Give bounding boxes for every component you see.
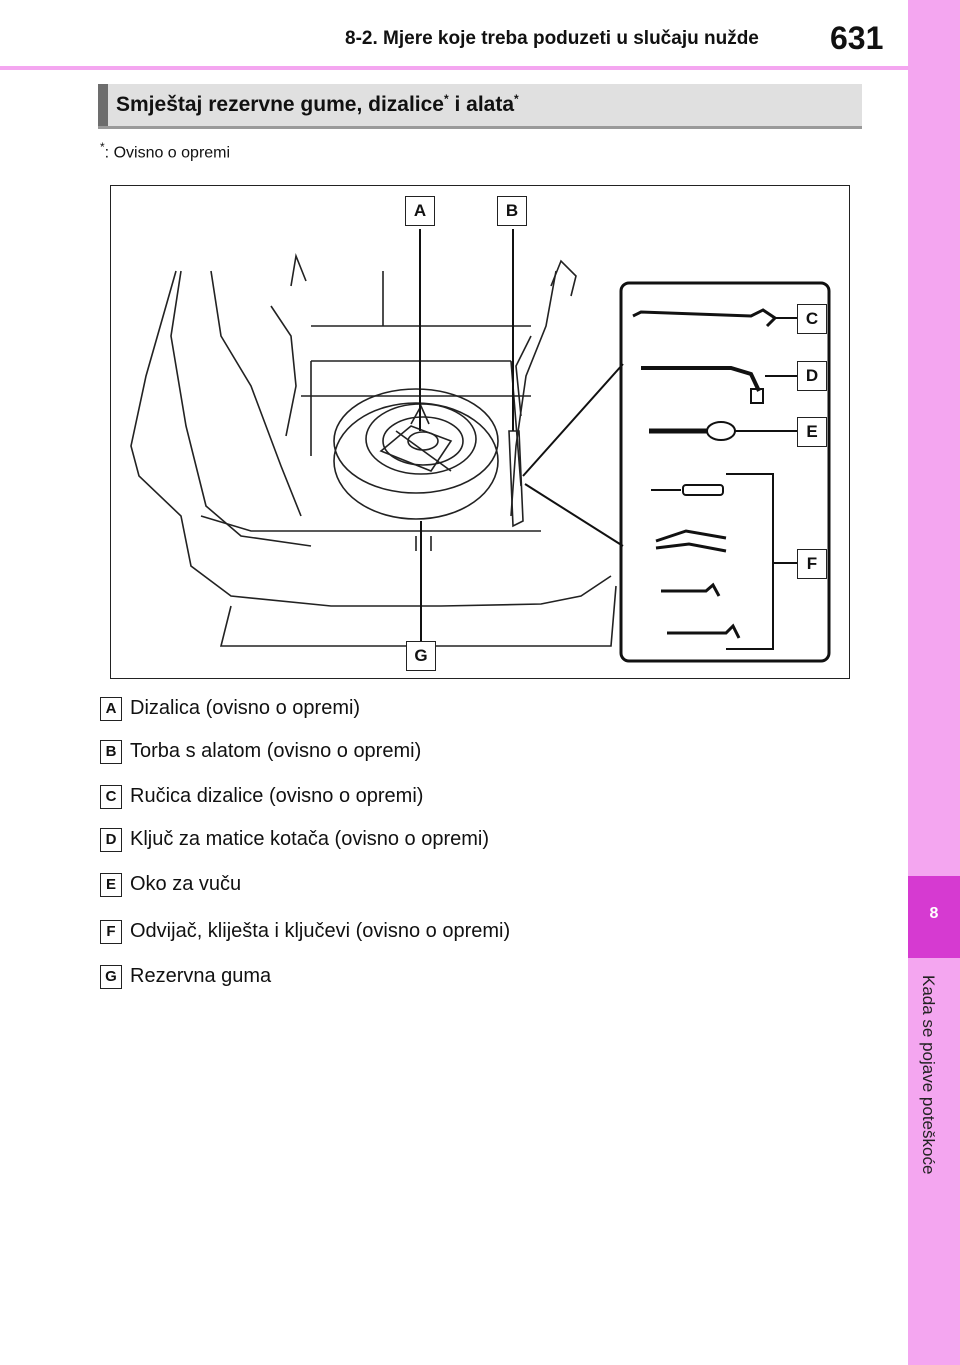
legend-letter: B bbox=[100, 740, 122, 764]
footnote-marker: * bbox=[100, 140, 105, 154]
chapter-label: Kada se pojave poteškoće bbox=[919, 975, 938, 1175]
legend-letter: D bbox=[100, 828, 122, 852]
legend-text: Dizalica (ovisno o opremi) bbox=[130, 697, 361, 719]
section-title-part1: Smještaj rezervne gume, dizalice bbox=[116, 93, 444, 116]
callout-c: C bbox=[797, 304, 827, 334]
legend-letter: C bbox=[100, 785, 122, 809]
legend-text: Rezervna guma bbox=[130, 965, 272, 987]
callout-e: E bbox=[797, 417, 827, 447]
legend-text: Ručica dizalice (ovisno o opremi) bbox=[130, 785, 424, 807]
section-title: Smještaj rezervne gume, dizalice* i alat… bbox=[116, 92, 519, 117]
trunk-drawing bbox=[130, 229, 831, 663]
section-title-asterisk-2: * bbox=[514, 92, 519, 106]
chapter-number: 8 bbox=[929, 905, 939, 922]
legend-text: Oko za vuču bbox=[130, 873, 242, 895]
legend-letter: E bbox=[100, 873, 122, 897]
section-heading: Smještaj rezervne gume, dizalice* i alat… bbox=[98, 84, 862, 129]
legend-letter: F bbox=[100, 920, 122, 944]
section-heading-marker bbox=[98, 84, 108, 126]
trunk-illustration: A B C D E F G bbox=[110, 185, 850, 679]
page-number: 631 bbox=[830, 20, 884, 56]
footnote-text: : Ovisno o opremi bbox=[104, 144, 231, 162]
section-title-part2: i alata bbox=[448, 93, 515, 116]
legend-text: Torba s alatom (ovisno o opremi) bbox=[130, 740, 422, 762]
callout-b: B bbox=[497, 196, 527, 226]
legend-letter: A bbox=[100, 697, 122, 721]
section-title-asterisk-1: * bbox=[443, 92, 449, 106]
footnote: *: Ovisno o opremi bbox=[100, 140, 230, 162]
header-divider bbox=[0, 66, 908, 70]
callout-g: G bbox=[406, 641, 436, 671]
legend-text: Ključ za matice kotača (ovisno o opremi) bbox=[130, 828, 490, 850]
chapter-tab bbox=[908, 876, 960, 958]
callout-a: A bbox=[405, 196, 435, 226]
header-title: 8-2. Mjere koje treba poduzeti u slučaju… bbox=[345, 28, 759, 49]
legend-text: Odvijač, kliješta i ključevi (ovisno o o… bbox=[130, 920, 511, 942]
callout-d: D bbox=[797, 361, 827, 391]
side-tab-strip bbox=[908, 0, 960, 1365]
legend-letter: G bbox=[100, 965, 122, 989]
callout-f: F bbox=[797, 549, 827, 579]
